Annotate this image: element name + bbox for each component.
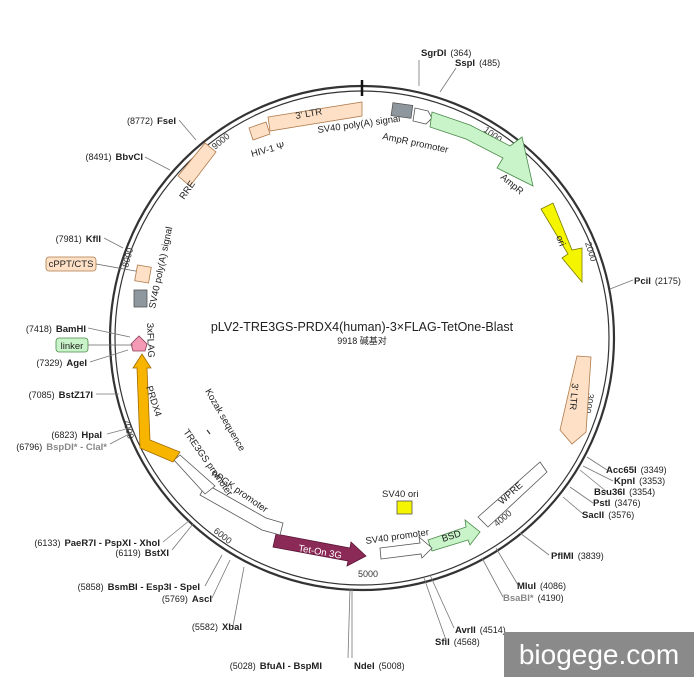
site-ndei: NdeI (5008) [354, 656, 405, 673]
site-asci: (5769) AscI [162, 589, 212, 606]
linker-label: linker [61, 341, 84, 352]
kozak-marker [206, 429, 211, 435]
site-psti: PstI (3476) [593, 493, 640, 510]
rre-feature [177, 142, 217, 187]
site-mlui: MluI (4086) [517, 576, 566, 593]
site-sgrdi: SgrDI (364) [421, 43, 471, 60]
site-bspdi: (6796) BspDI* - ClaI* [16, 437, 107, 454]
ampr-promoter-label: AmpR promoter [381, 131, 449, 156]
tick-7000: 7000 [121, 418, 136, 440]
tick-5000: 5000 [358, 569, 378, 579]
ltr3-right-label: 3' LTR [567, 383, 580, 411]
site-bamhi: (7418) BamHI [26, 319, 86, 336]
sv40-polya-block [390, 102, 414, 119]
plasmid-title: pLV2-TRE3GS-PRDX4(human)-3×FLAG-TetOne-B… [211, 320, 514, 334]
ori-feature [540, 202, 583, 284]
site-hpai: (6823) HpaI [51, 425, 102, 442]
site-pflmi: PflMI (3839) [551, 546, 604, 563]
flag-feature [130, 335, 148, 352]
site-pcii: PciI (2175) [634, 271, 681, 288]
ltr3-top-label: 3' LTR [295, 106, 324, 122]
ltr3-right-feature [559, 355, 592, 445]
site-sfii: SfiI (4568) [435, 632, 480, 649]
wpre-feature [477, 461, 548, 528]
plasmid-size: 9918 碱基对 [337, 335, 387, 346]
prdx4-feature [132, 353, 181, 463]
site-kfli: (7981) KflI [56, 229, 101, 246]
site-fsei: (8772) FseI [127, 111, 176, 128]
hiv-psi-label: HIV-1 Ψ [250, 140, 286, 160]
site-bsabi: BsaBI* (4190) [503, 588, 564, 605]
sv40-ori-feature [396, 500, 413, 515]
site-leaders [87, 60, 634, 659]
sv40-promoter-feature [379, 535, 433, 560]
site-bstz17i: (7085) BstZ17I [29, 385, 93, 402]
cppt-block [134, 264, 152, 284]
site-avrii: AvrII (4514) [455, 620, 506, 637]
site-bsu36i: Bsu36I (3354) [594, 482, 655, 499]
tre3gs-promoter-feature [173, 454, 216, 495]
site-agei: (7329) AgeI [36, 353, 87, 370]
site-sspi: SspI (485) [455, 53, 500, 70]
hiv-psi-feature [248, 121, 271, 141]
ampr-feature [429, 111, 534, 187]
watermark: biogege.com [504, 632, 694, 677]
site-bbvci: (8491) BbvCI [86, 147, 143, 164]
tet-on-feature [272, 533, 367, 567]
ori-label: ori [553, 234, 567, 248]
hpgk-promoter-feature [199, 483, 284, 536]
ampr-promoter-feature [412, 107, 433, 125]
site-bstxi: (6119) BstXI [115, 543, 169, 560]
site-bfuai: (5028) BfuAI - BspMI [230, 656, 322, 673]
tick-8000: 8000 [120, 247, 135, 269]
ltr3-top-feature [267, 101, 363, 132]
site-bsmbi: (5858) BsmBI - Esp3I - SpeI [78, 577, 200, 594]
rre-label: RRE [177, 179, 198, 202]
site-acc65i: Acc65I (3349) [606, 460, 667, 477]
kozak-label: Kozak sequence [202, 387, 247, 453]
site-sacii: SacII (3576) [582, 505, 634, 522]
bsd-feature [427, 519, 481, 552]
flag-label: 3xFLAG [144, 323, 156, 358]
cppt-leader [95, 263, 142, 273]
site-xbai: (5582) XbaI [192, 617, 242, 634]
sv40-ori-label: SV40 ori [382, 489, 418, 500]
site-kpni: KpnI (3353) [614, 471, 665, 488]
sv40-polya-left-block [133, 289, 148, 308]
site-paer7i: (6133) PaeR7I - PspXI - XhoI [34, 533, 160, 550]
cppt-label: cPPT/CTS [49, 259, 94, 270]
